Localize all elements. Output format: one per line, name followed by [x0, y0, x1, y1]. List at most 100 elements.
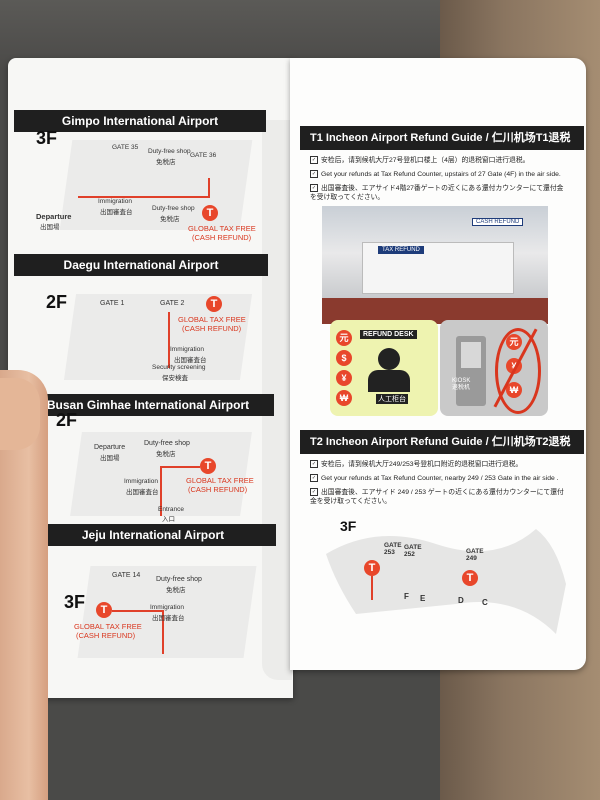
gimpo-route-line-vertical — [208, 178, 210, 198]
busan-immigration-cn: 出国審査台 — [126, 489, 159, 496]
daegu-floor: 2F — [46, 292, 68, 312]
gimpo-title: Gimpo International Airport — [14, 110, 266, 132]
t2-terminal-shape — [326, 529, 566, 634]
daegu-tax-free: GLOBAL TAX FREE — [178, 315, 246, 324]
daegu-route-line — [168, 312, 170, 368]
gimpo-tax-free-marker-icon: T — [202, 205, 218, 221]
busan-title: Busan Gimhae International Airport — [22, 394, 274, 416]
t2-line-jp: ✓出国審査後、エアサイド 249 / 253 ゲートの近くにある還付カウンターに… — [310, 488, 564, 505]
checkbox-icon: ✓ — [310, 156, 318, 165]
t1-counter-photo: TAX REFUND CASH REFUND — [322, 206, 548, 324]
dollar-icon: $ — [336, 350, 352, 366]
gimpo-duty-free-top-cn: 免税店 — [156, 159, 176, 166]
daegu-cash-refund: (CASH REFUND) — [182, 324, 242, 333]
jeju-route-line — [112, 610, 162, 612]
gimpo-immigration-cn: 出国審査台 — [100, 209, 133, 216]
refund-desk-tile: REFUND DESK 元 $ ¥ ₩ 人工柜台 — [330, 320, 438, 416]
t1-line-jp: ✓出国審査後、エアサイド4階27番ゲートの近くにある還付カウンターにて還付金を受… — [310, 184, 564, 201]
t2-title: T2 Incheon Airport Refund Guide / 仁川机场T2… — [300, 430, 584, 454]
checkbox-icon: ✓ — [310, 474, 318, 483]
t1-line-cn: ✓安检后，请到候机大厅27号登机口楼上（4层）的退税窗口进行退税。 — [310, 156, 530, 165]
gimpo-gate-36: GATE 36 — [190, 152, 217, 159]
gimpo-duty-free-top: Duty-free shop — [148, 148, 191, 155]
busan-tax-free-marker-icon: T — [200, 458, 216, 474]
checkbox-icon: ✓ — [310, 488, 318, 497]
jeju-title: Jeju International Airport — [30, 524, 276, 546]
daegu-security: Security screening — [152, 364, 206, 371]
t2-gate-249: GATE 249 — [466, 548, 484, 562]
jeju-immigration: Immigration — [150, 604, 184, 611]
jeju-duty-free: Duty-free shop — [156, 576, 202, 583]
t2-tax-free-marker-icon-2: T — [462, 570, 478, 586]
gimpo-cash-refund: (CASH REFUND) — [192, 233, 252, 242]
yen-icon: ¥ — [336, 370, 352, 386]
busan-route-line-horizontal — [160, 466, 200, 468]
busan-departure: Departure — [94, 444, 126, 451]
daegu-immigration-cn: 出国審査台 — [174, 357, 207, 364]
jeju-duty-free-cn: 免税店 — [166, 587, 186, 594]
t2-tax-free-marker-icon: T — [364, 560, 380, 576]
daegu-title: Daegu International Airport — [14, 254, 268, 276]
busan-entrance-cn: 入口 — [162, 516, 175, 523]
busan-immigration: Immigration — [124, 478, 158, 485]
jeju-route-line-vertical — [162, 610, 164, 654]
gimpo-route-line — [78, 196, 208, 198]
gimpo-immigration: Immigration — [98, 198, 132, 205]
gimpo-duty-free-mid-cn: 免税店 — [160, 216, 180, 223]
jeju-floor: 3F — [64, 592, 86, 612]
busan-cash-refund: (CASH REFUND) — [188, 485, 248, 494]
t2-letter-c: C — [482, 598, 488, 607]
busan-tax-free: GLOBAL TAX FREE — [186, 476, 254, 485]
jeju-tax-free-marker-icon: T — [96, 602, 112, 618]
checkbox-icon: ✓ — [310, 460, 318, 469]
daegu-gate-2: GATE 2 — [160, 300, 185, 307]
jeju-cash-refund: (CASH REFUND) — [76, 631, 136, 640]
refund-desk-label: REFUND DESK — [360, 330, 417, 339]
busan-floor: 2F — [56, 410, 78, 430]
t2-gate-253: GATE 253 — [384, 542, 402, 556]
yuan-icon: 元 — [336, 330, 352, 346]
staff-person-body — [368, 370, 410, 392]
gimpo-gate-35: GATE 35 — [112, 144, 139, 151]
daegu-immigration: Immigration — [170, 346, 204, 353]
daegu-tax-free-marker-icon: T — [206, 296, 222, 312]
checkbox-icon: ✓ — [310, 184, 318, 193]
daegu-gate-1: GATE 1 — [100, 300, 125, 307]
desk-cn-label: 人工柜台 — [376, 394, 408, 404]
t1-line-en: ✓Get your refunds at Tax Refund Counter,… — [310, 170, 561, 179]
jeju-gate-14: GATE 14 — [112, 572, 141, 579]
cash-refund-sign: CASH REFUND — [472, 218, 524, 226]
photo-floor — [322, 298, 548, 324]
checkbox-icon: ✓ — [310, 170, 318, 179]
t2-line-en: ✓Get your refunds at Tax Refund Counter,… — [310, 474, 559, 483]
busan-entrance: Entrance — [158, 506, 185, 513]
busan-duty-free: Duty-free shop — [144, 440, 190, 447]
jeju-tax-free: GLOBAL TAX FREE — [74, 622, 142, 631]
jeju-immigration-cn: 出国審査台 — [152, 615, 185, 622]
t2-terminal-map — [326, 529, 566, 634]
gimpo-departure-cn: 出国場 — [40, 224, 60, 231]
prohibited-circle-icon — [495, 328, 541, 414]
kiosk-screen — [461, 342, 481, 368]
t2-floor: 3F — [340, 518, 357, 534]
t2-gate-252: GATE 252 — [404, 544, 422, 558]
gimpo-floor: 3F — [36, 128, 58, 148]
thumb — [0, 378, 40, 450]
busan-route-line — [160, 466, 162, 516]
t2-letter-d: D — [458, 596, 464, 605]
tax-refund-sign: TAX REFUND — [378, 246, 424, 254]
daegu-security-cn: 保安検査 — [162, 375, 188, 382]
won-icon: ₩ — [336, 390, 352, 406]
gimpo-departure: Departure — [36, 212, 72, 221]
busan-departure-cn: 出国場 — [100, 455, 120, 462]
staff-person-icon — [378, 348, 400, 370]
gimpo-tax-free: GLOBAL TAX FREE — [188, 224, 256, 233]
t2-line-cn: ✓安检后，请到候机大厅249/253号登机口附近的退税窗口进行退税。 — [310, 460, 523, 469]
t2-letter-e: E — [420, 594, 426, 603]
gimpo-duty-free-mid: Duty-free shop — [152, 205, 195, 212]
t2-letter-f: F — [404, 592, 409, 601]
t1-title: T1 Incheon Airport Refund Guide / 仁川机场T1… — [300, 126, 584, 150]
